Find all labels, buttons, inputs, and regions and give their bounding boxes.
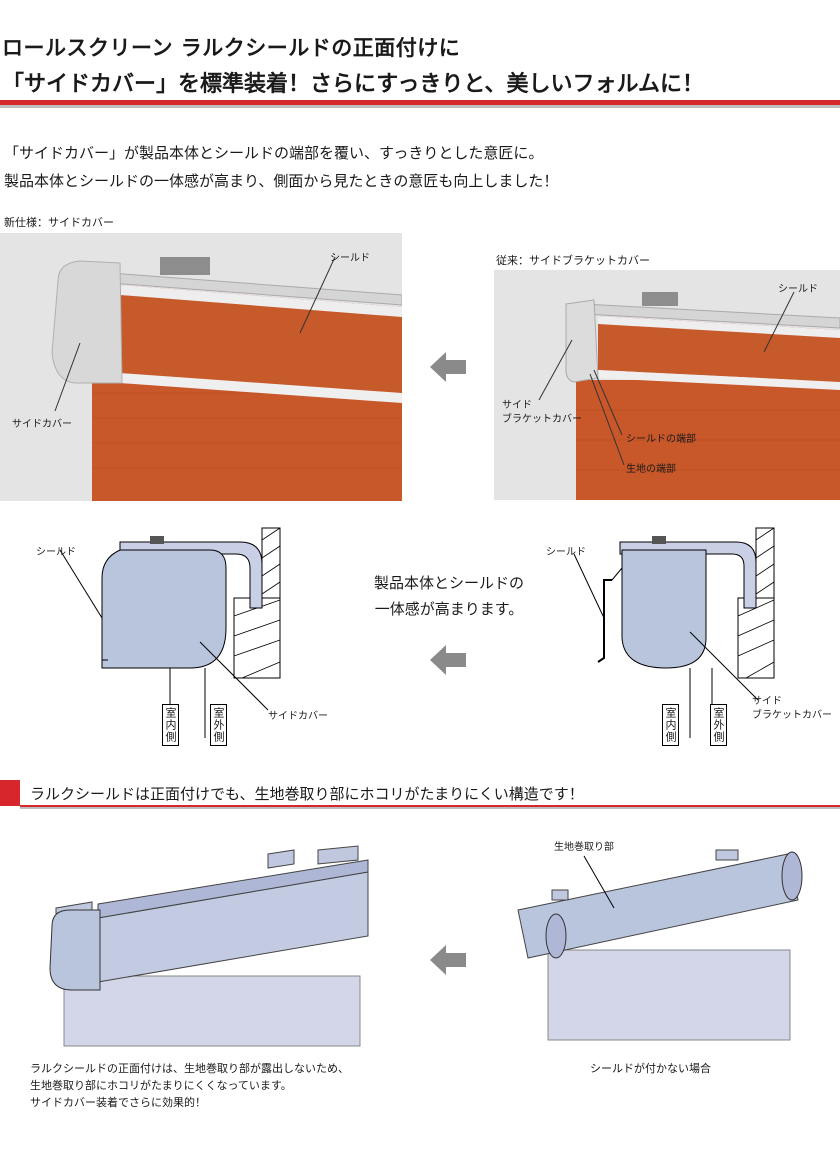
- section2-left-notes: ラルクシールドの正面付けは、生地巻取り部が露出しないため、 生地巻取り部にホコリ…: [30, 1060, 349, 1111]
- photo-new-illustration: [51, 256, 402, 501]
- diagram-left-label-cover: サイドカバー: [268, 711, 328, 722]
- section2-grey-rule: [20, 807, 840, 809]
- photo-new-title: 新仕様：サイドカバー: [4, 216, 114, 229]
- no-shield-product-illustration: [517, 849, 803, 1041]
- header-grey-rule: [0, 105, 840, 108]
- photo-old: シールド サイド ブラケットカバー シールドの端部 生地の端部: [494, 270, 840, 500]
- photo-old-label-shield-end: シールドの端部: [626, 434, 696, 445]
- diagram-right-label-bracket-2: ブラケットカバー: [752, 710, 832, 721]
- photo-new-label-cover: サイドカバー: [12, 419, 72, 430]
- header-red-rule: [0, 100, 840, 105]
- side-cover-diagram: [59, 527, 281, 738]
- diagram-right-outdoor: 室外側: [710, 704, 727, 746]
- section2-red-rule: [20, 805, 840, 807]
- photo-old-title: 従来：サイドブラケットカバー: [496, 254, 650, 267]
- diagram-middle-text: 製品本体とシールドの 一体感が高まります。: [354, 570, 544, 622]
- diagram-middle-line2: 一体感が高まります。: [374, 600, 524, 618]
- section2-heading: ラルクシールドは正面付けでも、生地巻取り部にホコリがたまりにくい構造です！: [30, 785, 584, 803]
- shield-product-illustration: [49, 845, 369, 1047]
- diagram-middle-line1: 製品本体とシールドの: [373, 574, 524, 592]
- section2-left-note-1: ラルクシールドの正面付けは、生地巻取り部が露出しないため、: [30, 1062, 349, 1075]
- intro-line1: 「サイドカバー」が製品本体とシールドの端部を覆い、すっきりとした意匠に。: [4, 144, 544, 162]
- diagram-right-label-shield: シールド: [546, 547, 586, 558]
- photo-old-label-bracket-1: サイド: [502, 400, 532, 411]
- photo-old-label-bracket-2: ブラケットカバー: [502, 414, 582, 425]
- section2-right-note: シールドが付かない場合: [590, 1062, 711, 1075]
- photo-old-label-fabric-end: 生地の端部: [626, 464, 676, 475]
- photo-new: シールド サイドカバー: [0, 233, 402, 501]
- diagram-left-outdoor: 室外側: [210, 704, 227, 746]
- diagram-right-indoor: 室内側: [662, 704, 679, 746]
- section2-left-note-3: サイドカバー装着でさらに効果的！: [30, 1096, 206, 1109]
- side-bracket-diagram: [573, 527, 775, 738]
- arrow-left-icon: [430, 945, 466, 975]
- diagram-left-label-shield: シールド: [36, 547, 76, 558]
- page-title-line1: ロールスクリーン ラルクシールドの正面付けに: [2, 36, 461, 60]
- photo-old-label-shield: シールド: [778, 284, 818, 295]
- diagram-left-indoor: 室内側: [162, 704, 179, 746]
- section2-red-marker: [0, 780, 20, 806]
- page-title-line2: 「サイドカバー」を標準装着！さらにすっきりと、美しいフォルムに！: [2, 72, 705, 97]
- section2-right-label: 生地巻取り部: [554, 842, 614, 853]
- photo-old-illustration: [538, 291, 840, 500]
- diagram-right-label-bracket-1: サイド: [752, 696, 782, 707]
- section2-left-note-2: 生地巻取り部にホコリがたまりにくくなっています。: [30, 1079, 292, 1092]
- photo-new-label-shield: シールド: [330, 253, 370, 264]
- arrow-left-icon: [430, 645, 466, 675]
- arrow-left-icon: [430, 352, 466, 382]
- intro-line2: 製品本体とシールドの一体感が高まり、側面から見たときの意匠も向上しました！: [4, 172, 559, 190]
